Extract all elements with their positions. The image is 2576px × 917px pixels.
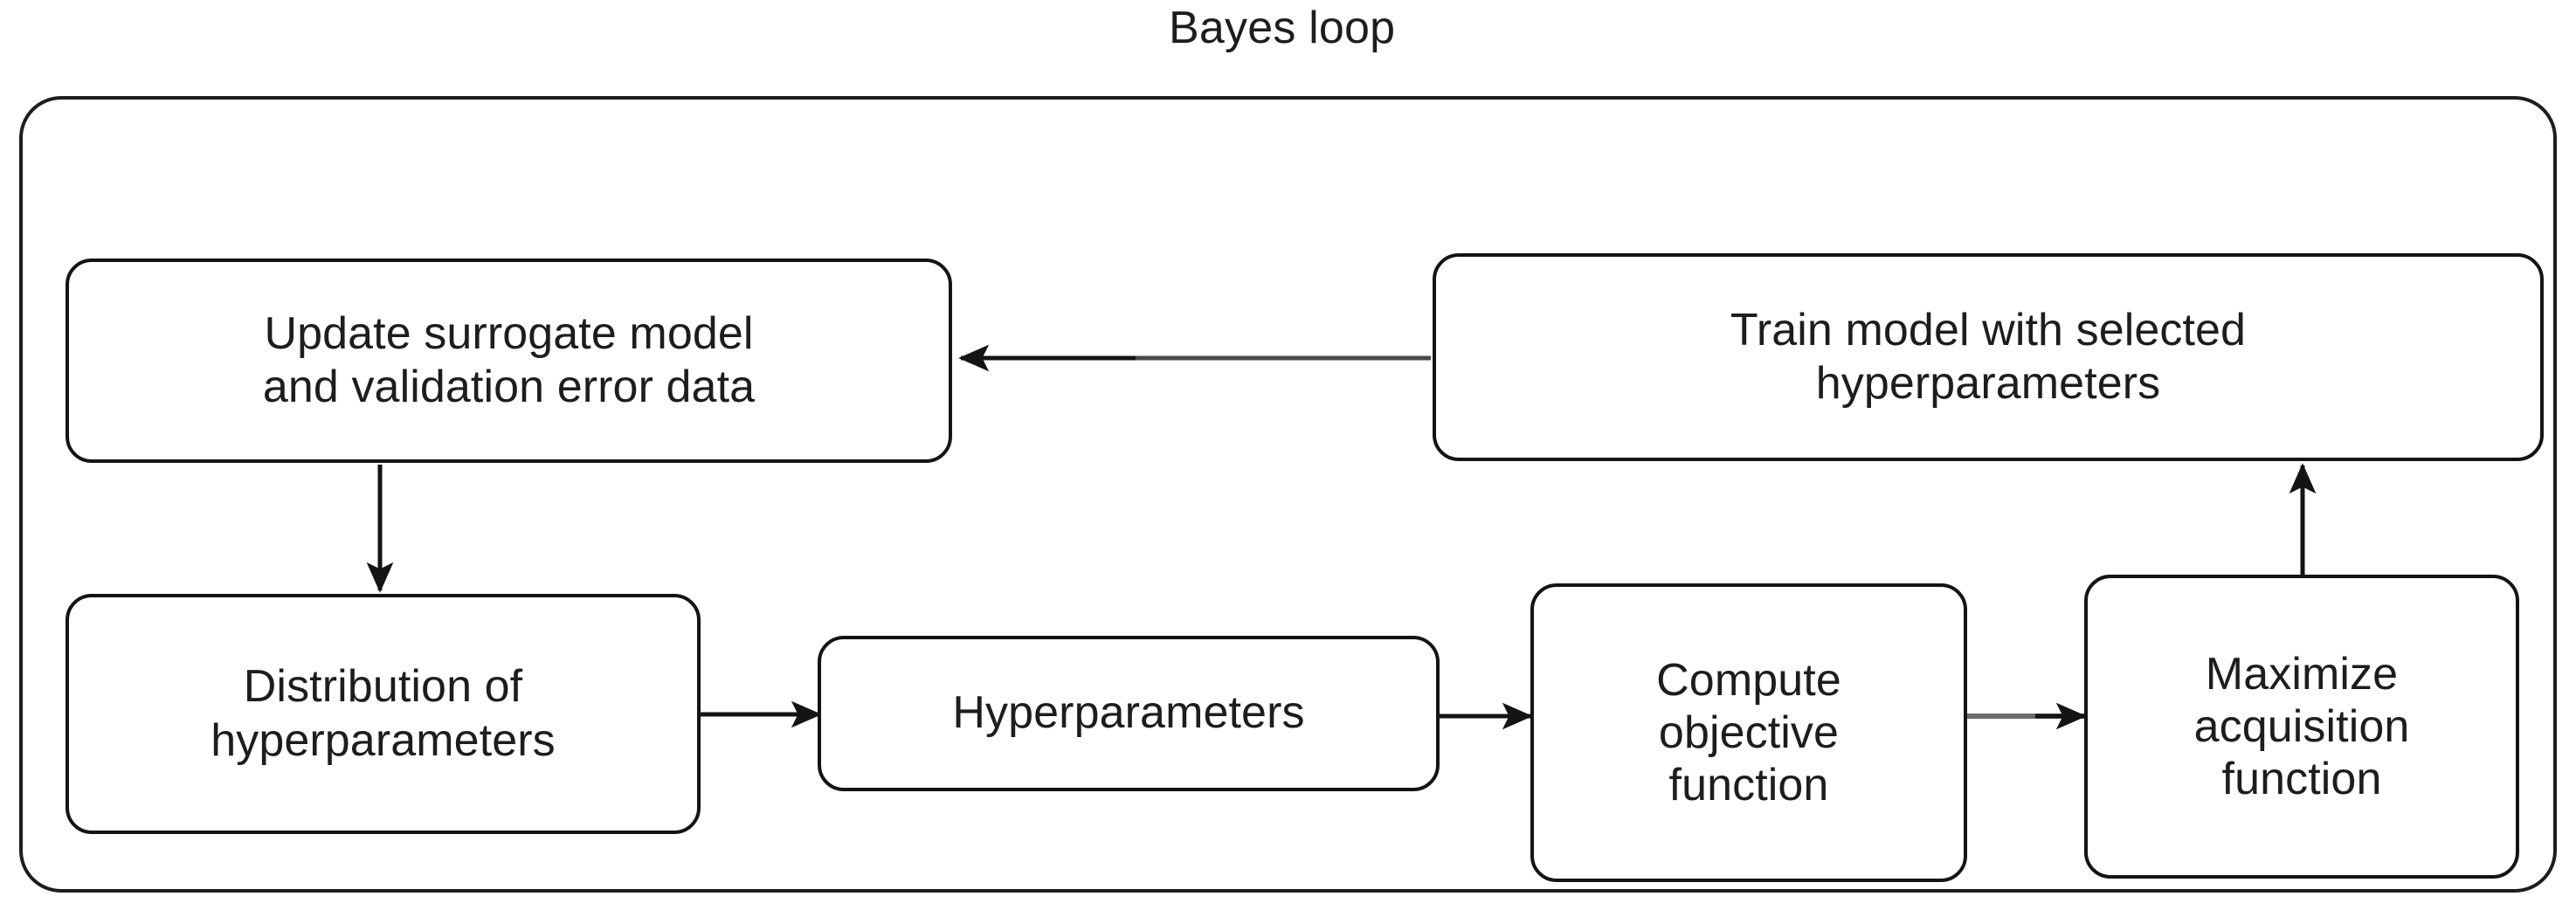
node-update-surrogate-model[interactable]: Update surrogate model and validation er… xyxy=(66,259,952,463)
node-maximize-acquisition-function-label: Maximize acquisition function xyxy=(2193,648,2410,805)
node-distribution-of-hyperparameters-label: Distribution of hyperparameters xyxy=(211,661,556,766)
node-hyperparameters-label: Hyperparameters xyxy=(952,687,1305,739)
node-compute-objective-function-label: Compute objective function xyxy=(1656,654,1841,811)
node-train-model[interactable]: Train model with selected hyperparameter… xyxy=(1433,253,2544,461)
node-distribution-of-hyperparameters[interactable]: Distribution of hyperparameters xyxy=(66,594,701,834)
node-maximize-acquisition-function[interactable]: Maximize acquisition function xyxy=(2084,575,2519,879)
node-hyperparameters[interactable]: Hyperparameters xyxy=(818,636,1440,791)
node-compute-objective-function[interactable]: Compute objective function xyxy=(1530,583,1967,882)
bayes-loop-group-title: Bayes loop xyxy=(1153,5,1412,51)
node-update-surrogate-model-label: Update surrogate model and validation er… xyxy=(262,307,756,412)
node-train-model-label: Train model with selected hyperparameter… xyxy=(1730,304,2247,409)
bayes-loop-group-frame xyxy=(19,96,2557,893)
